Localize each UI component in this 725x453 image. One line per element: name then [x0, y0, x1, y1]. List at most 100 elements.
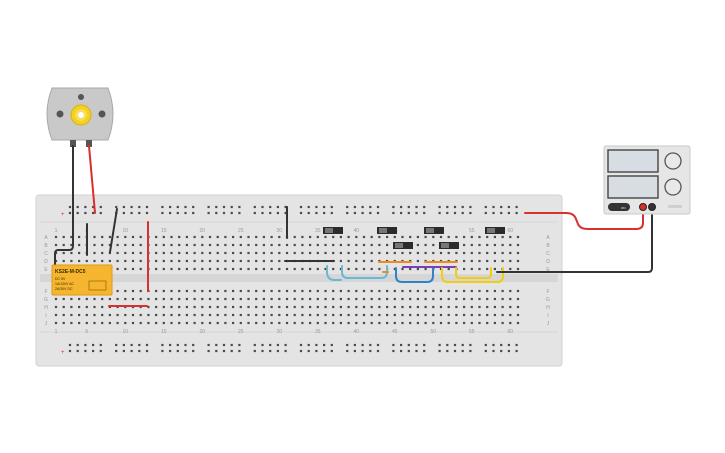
breadboard-hole[interactable]	[324, 235, 327, 239]
breadboard-hole[interactable]	[515, 211, 518, 215]
breadboard-hole[interactable]	[347, 235, 350, 239]
breadboard-hole[interactable]	[93, 297, 96, 301]
breadboard-hole[interactable]	[500, 343, 503, 347]
breadboard-hole[interactable]	[116, 259, 119, 263]
breadboard-hole[interactable]	[401, 313, 404, 317]
breadboard-hole[interactable]	[461, 343, 464, 347]
breadboard-hole[interactable]	[278, 305, 281, 309]
breadboard-hole[interactable]	[386, 289, 389, 293]
breadboard-hole[interactable]	[393, 305, 396, 309]
breadboard-hole[interactable]	[131, 251, 135, 255]
breadboard-hole[interactable]	[424, 267, 427, 271]
breadboard-hole[interactable]	[278, 313, 281, 317]
breadboard-hole[interactable]	[407, 211, 410, 215]
breadboard-hole[interactable]	[332, 289, 335, 293]
breadboard-hole[interactable]	[178, 305, 181, 309]
breadboard-hole[interactable]	[378, 297, 381, 301]
breadboard-hole[interactable]	[455, 313, 458, 317]
breadboard-hole[interactable]	[507, 205, 510, 209]
breadboard-hole[interactable]	[316, 251, 319, 255]
breadboard-hole[interactable]	[62, 235, 65, 239]
breadboard-hole[interactable]	[453, 205, 457, 209]
breadboard-hole[interactable]	[315, 343, 318, 347]
breadboard-hole[interactable]	[301, 243, 304, 247]
breadboard-hole[interactable]	[193, 251, 196, 255]
breadboard-hole[interactable]	[293, 267, 296, 271]
breadboard-hole[interactable]	[70, 259, 73, 263]
breadboard-hole[interactable]	[285, 289, 289, 293]
breadboard-hole[interactable]	[116, 235, 119, 239]
breadboard-hole[interactable]	[224, 259, 227, 263]
breadboard-hole[interactable]	[447, 267, 450, 271]
breadboard-hole[interactable]	[270, 297, 273, 301]
breadboard-hole[interactable]	[262, 289, 265, 293]
breadboard-hole[interactable]	[316, 267, 319, 271]
breadboard-hole[interactable]	[378, 305, 381, 309]
breadboard-hole[interactable]	[401, 289, 404, 293]
breadboard-hole[interactable]	[409, 235, 412, 239]
breadboard-hole[interactable]	[378, 321, 381, 325]
breadboard-hole[interactable]	[185, 297, 188, 301]
breadboard-hole[interactable]	[432, 243, 435, 247]
breadboard-hole[interactable]	[516, 313, 520, 317]
breadboard-hole[interactable]	[424, 289, 427, 293]
breadboard-hole[interactable]	[68, 343, 72, 347]
breadboard-hole[interactable]	[401, 305, 404, 309]
breadboard-hole[interactable]	[355, 321, 358, 325]
breadboard-hole[interactable]	[215, 343, 218, 347]
breadboard-hole[interactable]	[99, 205, 102, 209]
breadboard-hole[interactable]	[238, 343, 241, 347]
breadboard-hole[interactable]	[493, 259, 496, 263]
breadboard-hole[interactable]	[369, 211, 372, 215]
breadboard-hole[interactable]	[270, 259, 273, 263]
breadboard-hole[interactable]	[176, 211, 179, 215]
breadboard-hole[interactable]	[409, 289, 412, 293]
breadboard-hole[interactable]	[401, 321, 404, 325]
breadboard-hole[interactable]	[324, 313, 327, 317]
breadboard-hole[interactable]	[486, 289, 489, 293]
breadboard-hole[interactable]	[332, 305, 335, 309]
breadboard-hole[interactable]	[139, 235, 142, 239]
breadboard-hole[interactable]	[262, 235, 265, 239]
breadboard-hole[interactable]	[416, 267, 419, 271]
breadboard-hole[interactable]	[509, 297, 512, 301]
breadboard-hole[interactable]	[353, 211, 356, 215]
breadboard-hole[interactable]	[247, 297, 250, 301]
breadboard-hole[interactable]	[470, 259, 473, 263]
breadboard-hole[interactable]	[162, 267, 165, 271]
breadboard-hole[interactable]	[262, 305, 265, 309]
breadboard-hole[interactable]	[301, 267, 304, 271]
breadboard-hole[interactable]	[362, 251, 366, 255]
breadboard-hole[interactable]	[139, 267, 142, 271]
breadboard-hole[interactable]	[161, 211, 164, 215]
breadboard-hole[interactable]	[54, 313, 58, 317]
breadboard-hole[interactable]	[178, 243, 181, 247]
breadboard-hole[interactable]	[207, 211, 210, 215]
breadboard-hole[interactable]	[78, 321, 81, 325]
breadboard-hole[interactable]	[270, 235, 273, 239]
breadboard-hole[interactable]	[355, 235, 358, 239]
breadboard-hole[interactable]	[239, 251, 242, 255]
breadboard-hole[interactable]	[261, 205, 264, 209]
breadboard-hole[interactable]	[162, 297, 165, 301]
breadboard-hole[interactable]	[500, 205, 503, 209]
breadboard-hole[interactable]	[439, 297, 443, 301]
breadboard-hole[interactable]	[170, 297, 173, 301]
breadboard-hole[interactable]	[101, 235, 104, 239]
breadboard-hole[interactable]	[484, 211, 487, 215]
breadboard-hole[interactable]	[201, 243, 204, 247]
breadboard-hole[interactable]	[68, 211, 72, 215]
breadboard-hole[interactable]	[185, 251, 188, 255]
breadboard-hole[interactable]	[122, 205, 125, 209]
breadboard-hole[interactable]	[353, 205, 356, 209]
breadboard-hole[interactable]	[378, 235, 381, 239]
breadboard-hole[interactable]	[424, 321, 427, 325]
breadboard-hole[interactable]	[315, 205, 318, 209]
breadboard-hole[interactable]	[162, 305, 165, 309]
breadboard-hole[interactable]	[99, 349, 102, 353]
breadboard-hole[interactable]	[122, 211, 125, 215]
breadboard-hole[interactable]	[393, 289, 396, 293]
breadboard-hole[interactable]	[155, 313, 158, 317]
breadboard-hole[interactable]	[208, 321, 212, 325]
breadboard-hole[interactable]	[346, 205, 349, 209]
